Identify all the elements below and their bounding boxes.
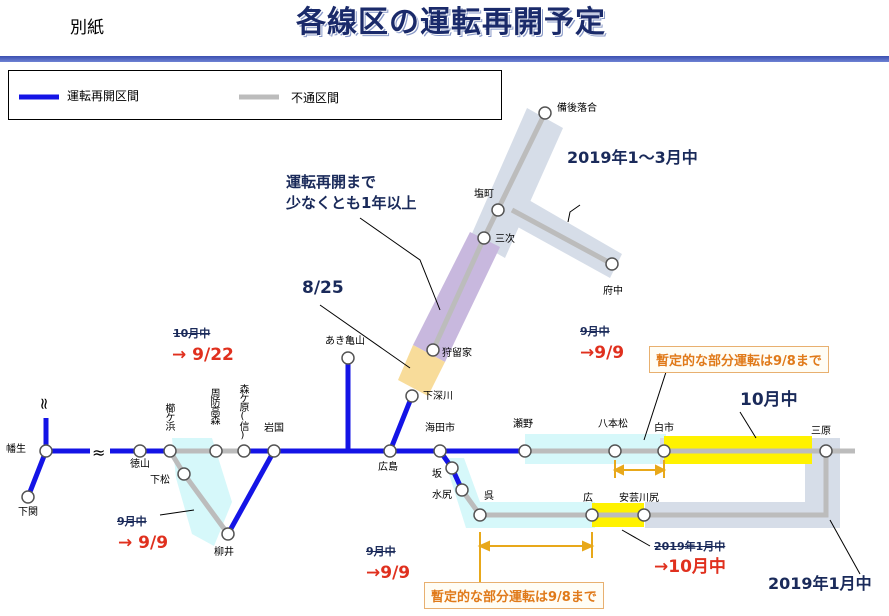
station-mihara [819,444,833,458]
provisional-note-kure: 暫定的な部分運転は9/8まで [424,582,604,609]
label-shimonoseki: 下関 [18,507,38,518]
sanyo-west-old-date: 10月中 [173,327,211,340]
station-tokuyama [133,444,147,458]
station-aki-kawajiri [637,508,651,522]
callout-aki-kawajiri [621,529,651,547]
geibi-note-line2: 少なくとも1年以上 [286,194,417,212]
station-fuchu [605,257,619,271]
ganntoku-old-date: 9月中 [117,515,147,528]
station-hiro [585,508,599,522]
station-kushigahama [163,444,177,458]
line-yanai [225,449,277,536]
station-shiraichi [657,444,671,458]
label-seno: 瀬野 [513,419,533,430]
label-hiroshima: 広島 [378,462,398,473]
break-mark-tokuyama: ≈ [92,443,105,462]
label-bingo-ochiai: 備後落合 [557,103,597,114]
kure-new-date: →9/9 [366,563,411,583]
label-kure: 呉 [484,491,494,502]
legend-closed-label: 不通区間 [291,91,340,105]
station-mizushiri [455,483,469,497]
label-iwakuni: 岩国 [264,423,284,434]
station-miyoshi [477,231,491,245]
label-hofu: 幡生 [6,444,26,455]
station-kure [473,508,487,522]
label-saka: 坂 [432,469,442,480]
callout-geibi-note [359,217,441,311]
sanyo-east-new-date: →9/9 [580,343,625,363]
callout-geibi-date [319,304,411,369]
callout-provisional [643,371,667,441]
label-kaitaichi: 海田市 [425,423,455,434]
schedule-bingo: 2019年1～3月中 [567,148,698,167]
station-shimofukawa [405,389,419,403]
label-karuga: 狩留家 [442,348,472,359]
legend: 運転再開区間 不通区間 [8,70,502,120]
label-mihara: 三原 [811,426,831,437]
aki-kawajiri-new-date: →10月中 [654,557,726,577]
callout-bingo [567,204,581,223]
geibi-date: 8/25 [302,278,344,298]
station-aki-kameyama [341,351,355,365]
station-iwakuni [267,444,281,458]
label-hiro: 広 [583,493,593,504]
break-mark-hofu: ≈ [35,397,54,410]
line-geibi-operating [387,395,415,452]
station-hachihonmatsu [608,444,622,458]
annex-label: 別紙 [70,18,104,38]
aki-kawajiri-old-date: 2019年1月中 [654,540,726,553]
label-aki-kawajiri: 安芸川尻 [619,493,659,504]
station-saka [445,461,459,475]
geibi-note-line1: 運転再開まで [286,173,377,191]
sanyo-west-new-date: → 9/22 [172,345,234,365]
label-shiraichi: 白市 [654,423,674,434]
station-karuga [426,343,440,357]
station-kudamatsu [177,467,191,481]
sanyo-east-old-date: 9月中 [580,325,610,338]
label-kudamatsu: 下松 [150,475,170,486]
label-miyoshi: 三次 [495,234,515,245]
label-kushigahama: 櫛ケ浜 [163,403,174,430]
line-shimonoseki [25,448,90,498]
legend-swatches [19,94,279,100]
station-yanai [221,527,235,541]
page-title: 各線区の運転再開予定 [296,5,606,40]
station-hofu [39,444,53,458]
label-shimofukawa: 下深川 [423,391,453,402]
line-kure-closed [459,451,829,518]
label-mizushiri: 水尻 [432,490,452,501]
station-kaitaichi [433,444,447,458]
station-morigahara [237,444,251,458]
line-fukuen-closed [510,207,614,267]
station-seno [518,444,532,458]
station-bingo-ochiai [538,106,552,120]
kure-old-date: 9月中 [366,545,396,558]
schedule-mihara-kure: 2019年1月中 [768,574,872,593]
label-hachihonmatsu: 八本松 [598,419,628,430]
provisional-note-sanyo: 暫定的な部分運転は9/8まで [649,346,829,373]
range-kure-hiro [477,532,595,584]
header-rule [0,56,889,62]
label-aki-kameyama: あき亀山 [325,336,365,347]
station-hiroshima [383,444,397,458]
label-yanai: 柳井 [214,547,234,558]
station-shiomachi [491,203,505,217]
band-geibi-orange [398,345,445,396]
range-shiraichi [612,460,667,478]
callout-mihara-kure [829,519,861,575]
schedule-shiraichi-mihara: 10月中 [740,390,798,410]
legend-operating-label: 運転再開区間 [67,89,140,103]
label-tokuyama: 徳山 [130,459,150,470]
station-shimonoseki [21,490,35,504]
label-morigahara: 森ケ原(信) [237,384,248,440]
ganntoku-new-date: → 9/9 [118,533,169,553]
label-fuchu: 府中 [603,286,623,297]
label-suo-takamori: 周防高森 [208,388,219,424]
station-suo-takamori [209,444,223,458]
callout-ganntoku [159,509,195,516]
callout-shiraichi-mihara [739,411,757,439]
label-shiomachi: 塩町 [474,189,494,200]
